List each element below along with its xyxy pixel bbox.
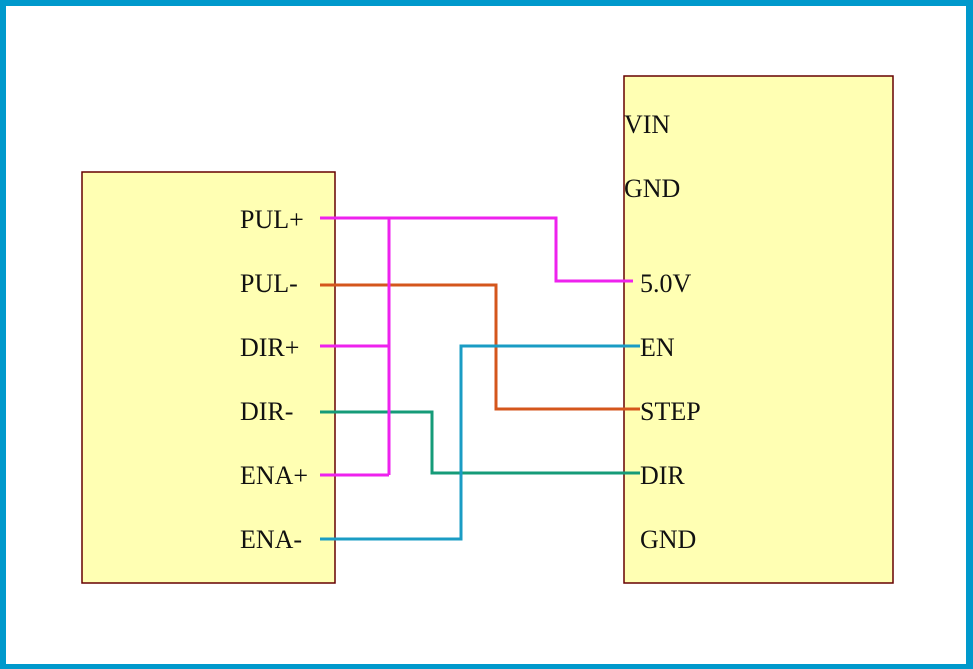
pin-label-gnd-top: GND bbox=[624, 174, 680, 203]
pin-label-dir: DIR bbox=[640, 461, 685, 490]
pin-label-en: EN bbox=[640, 333, 675, 362]
wire-pul-plus-to-5v bbox=[320, 216, 633, 283]
pin-label-gnd: GND bbox=[640, 525, 696, 554]
pin-label-pul-plus: PUL+ bbox=[240, 205, 304, 234]
pin-label-step: STEP bbox=[640, 397, 701, 426]
pin-label-vin: VIN bbox=[624, 110, 670, 139]
driver-block bbox=[81, 171, 336, 584]
wire-ena-minus-to-en bbox=[320, 344, 640, 541]
pin-label-dir-plus: DIR+ bbox=[240, 333, 299, 362]
pin-label-pul-minus: PUL- bbox=[240, 269, 298, 298]
controller-block bbox=[623, 75, 894, 584]
pin-label-ena-minus: ENA- bbox=[240, 525, 302, 554]
pin-label-5v: 5.0V bbox=[640, 269, 692, 298]
pin-label-dir-minus: DIR- bbox=[240, 397, 293, 426]
wire-dir-minus-to-dir bbox=[320, 410, 640, 475]
pin-label-ena-plus: ENA+ bbox=[240, 461, 308, 490]
